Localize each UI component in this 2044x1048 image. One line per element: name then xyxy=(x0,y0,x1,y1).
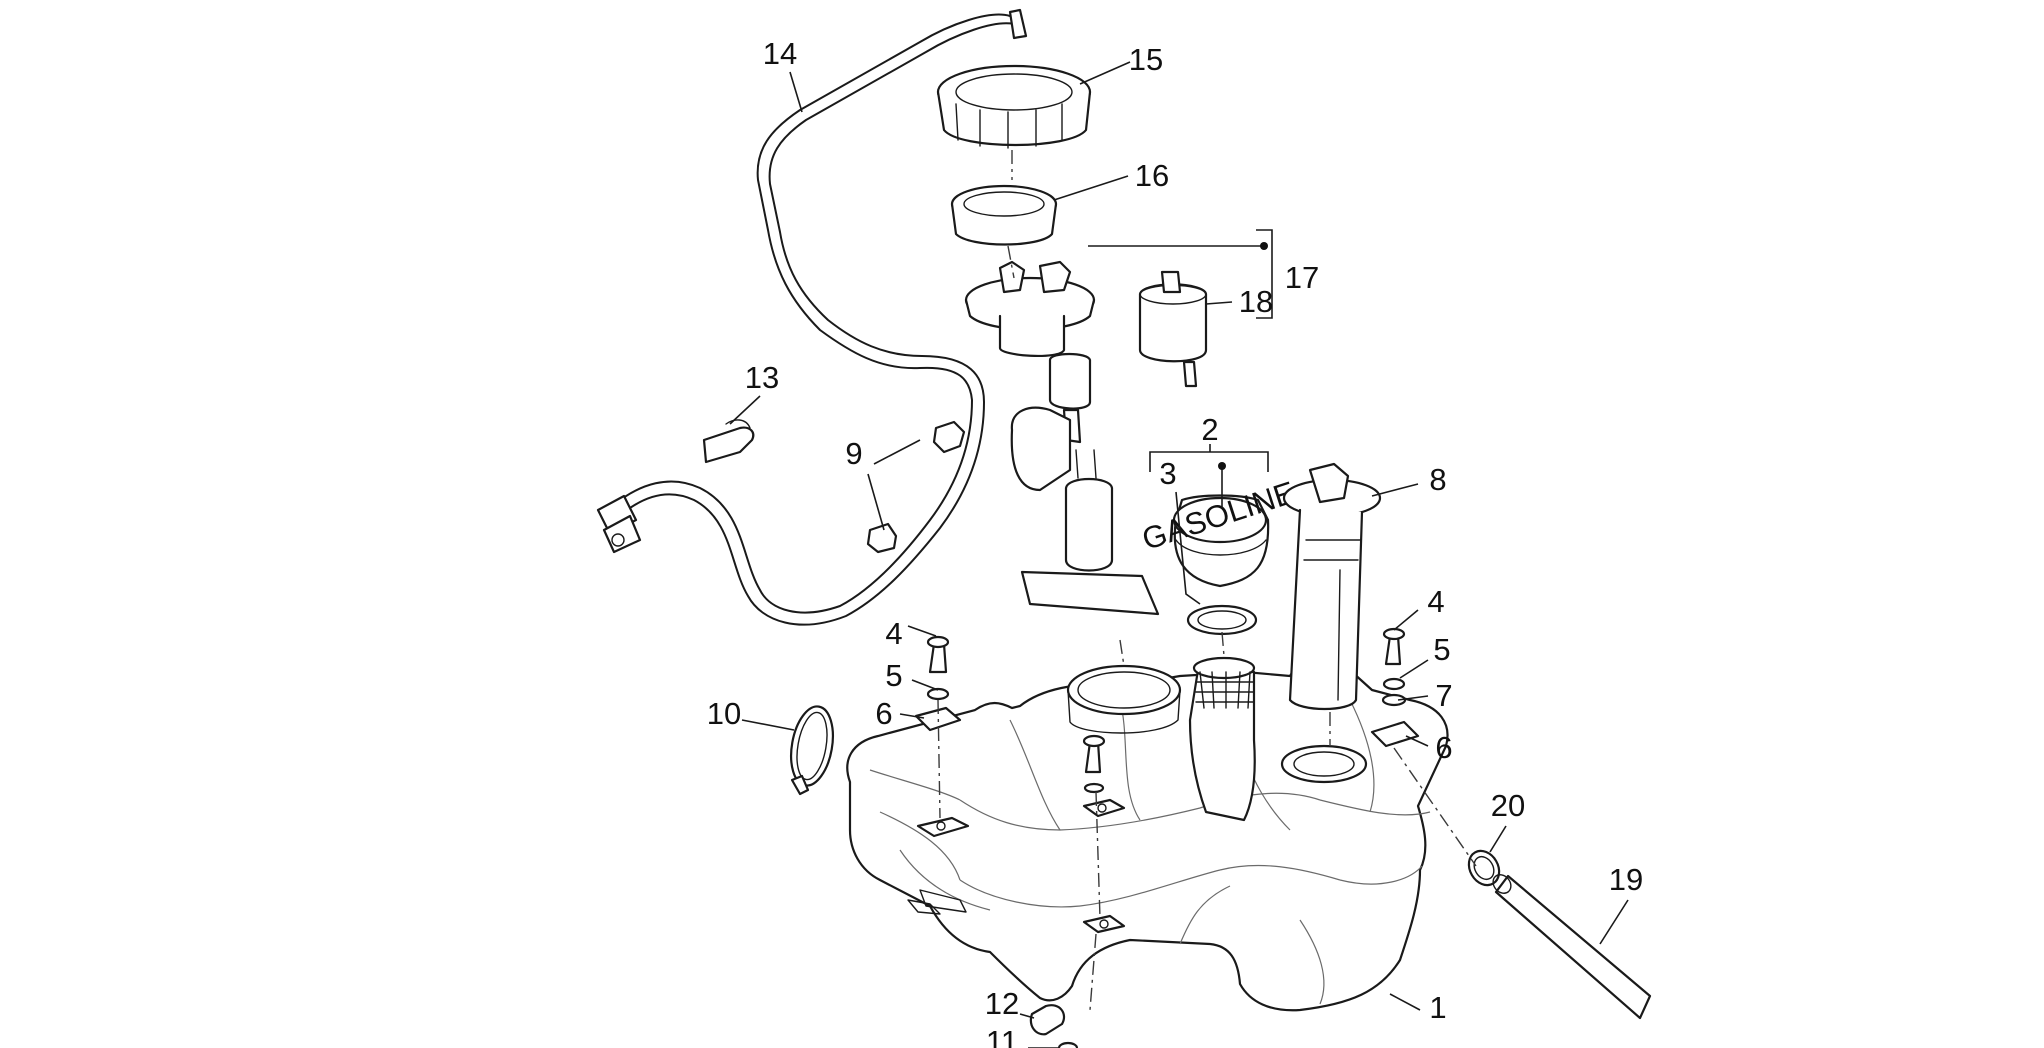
callout-17: 17 xyxy=(1285,260,1319,295)
pump-gasket xyxy=(950,184,1058,246)
callout-14: 14 xyxy=(763,36,797,71)
callout-10: 10 xyxy=(707,696,741,731)
callout-4: 4 xyxy=(885,616,902,651)
fuel-level-sender xyxy=(1282,462,1382,710)
callout-11: 11 xyxy=(986,1024,1018,1048)
leaders xyxy=(729,61,1629,1048)
cap-gasket xyxy=(1186,604,1258,636)
callout-6: 6 xyxy=(875,696,892,731)
fuel-filter xyxy=(1138,270,1208,388)
hose-clips-9 xyxy=(866,420,966,554)
fuel-cap: GASOLINE xyxy=(1138,475,1299,588)
callout-7: 7 xyxy=(1435,678,1452,713)
callout-12: 12 xyxy=(985,986,1019,1021)
callout-20: 20 xyxy=(1491,788,1525,823)
fuel-pump-assembly xyxy=(964,260,1160,616)
callout-9: 9 xyxy=(845,436,862,471)
bushing-and-washer xyxy=(1029,1004,1079,1048)
callout-13: 13 xyxy=(745,360,779,395)
callout-2: 2 xyxy=(1201,412,1218,447)
callout-8: 8 xyxy=(1429,462,1446,497)
callout-15: 15 xyxy=(1129,42,1163,77)
hose-clamp xyxy=(1467,849,1501,887)
callout-18: 18 xyxy=(1239,284,1273,319)
callout-6: 6 xyxy=(1435,730,1452,765)
strap xyxy=(790,705,834,796)
fasteners-left xyxy=(914,635,1106,794)
callout-4: 4 xyxy=(1427,584,1444,619)
ring-nut xyxy=(936,64,1092,149)
callout-19: 19 xyxy=(1609,862,1643,897)
callouts: 1 2 3 4 4 5 5 6 6 7 8 9 10 11 12 13 14 1… xyxy=(707,36,1643,1048)
callout-5: 5 xyxy=(1433,632,1450,667)
hose-clip-13 xyxy=(702,419,755,464)
fuel-tank xyxy=(846,656,1449,1012)
callout-1: 1 xyxy=(1429,990,1446,1025)
assembly-lines xyxy=(937,150,1477,1011)
callout-3: 3 xyxy=(1159,456,1176,491)
fasteners-right xyxy=(1370,627,1420,748)
callout-5: 5 xyxy=(885,658,902,693)
drain-hose xyxy=(1492,874,1652,1020)
callout-16: 16 xyxy=(1135,158,1169,193)
breather-hose xyxy=(596,8,1028,626)
